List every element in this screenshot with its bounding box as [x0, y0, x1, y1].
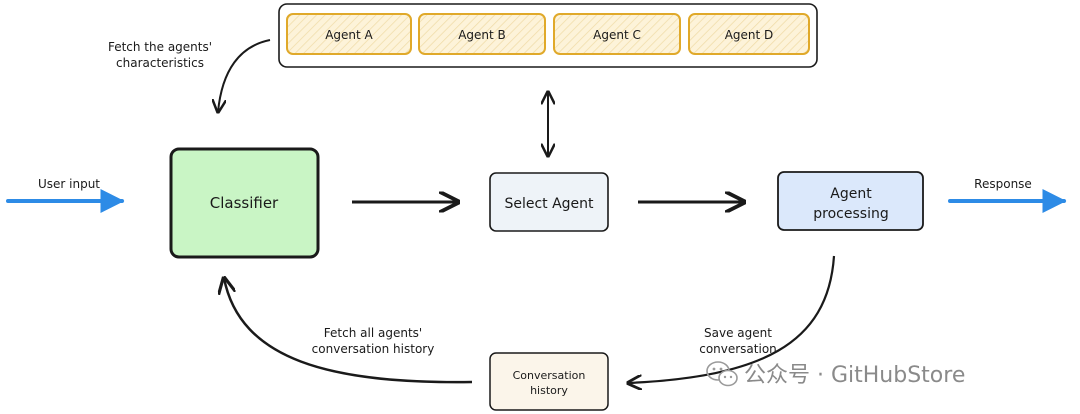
agent-box-a: Agent A — [286, 13, 412, 55]
conversation-history-label-line1: Conversation — [513, 369, 586, 382]
user-input-arrow: User input — [6, 177, 125, 213]
select-agent-node: Select Agent — [489, 172, 609, 232]
conversation-history-label-line2: history — [530, 384, 568, 397]
agent-label: Agent C — [593, 28, 641, 42]
fetch-characteristics-label-line1: Fetch the agents' — [108, 40, 212, 54]
agent-processing-label-line2: processing — [813, 206, 888, 222]
agent-processing-label-line1: Agent — [830, 186, 872, 202]
agents-container — [278, 3, 818, 68]
user-input-label: User input — [38, 177, 100, 191]
agent-label: Agent A — [325, 28, 373, 42]
watermark-text: 公众号 · GitHubStore — [744, 363, 965, 388]
response-label: Response — [974, 177, 1032, 191]
response-arrow: Response — [948, 177, 1067, 213]
conversation-history-node: Conversation history — [489, 352, 609, 411]
wechat-icon — [706, 361, 738, 387]
save-conversation-arrow: Save agent conversation — [628, 255, 836, 383]
save-conversation-label-line1: Save agent — [704, 326, 772, 340]
agent-box-c: Agent C — [553, 13, 681, 55]
fetch-history-label-line2: conversation history — [312, 342, 435, 356]
classifier-label: Classifier — [210, 194, 279, 212]
agent-processing-node: Agent processing — [777, 171, 924, 231]
agent-label: Agent B — [458, 28, 506, 42]
agent-box-d: Agent D — [688, 13, 810, 55]
save-conversation-label-line2: conversation — [699, 342, 777, 356]
fetch-characteristics-label-line2: characteristics — [116, 56, 204, 70]
fetch-history-arrow: Fetch all agents' conversation history — [224, 278, 473, 384]
fetch-characteristics-arrow: Fetch the agents' characteristics — [108, 39, 271, 112]
agent-label: Agent D — [725, 28, 774, 42]
select-agent-label: Select Agent — [504, 196, 594, 212]
classifier-node: Classifier — [169, 147, 320, 259]
watermark: 公众号 · GitHubStore — [706, 361, 965, 388]
fetch-history-label-line1: Fetch all agents' — [324, 326, 422, 340]
agent-box-b: Agent B — [418, 13, 546, 55]
